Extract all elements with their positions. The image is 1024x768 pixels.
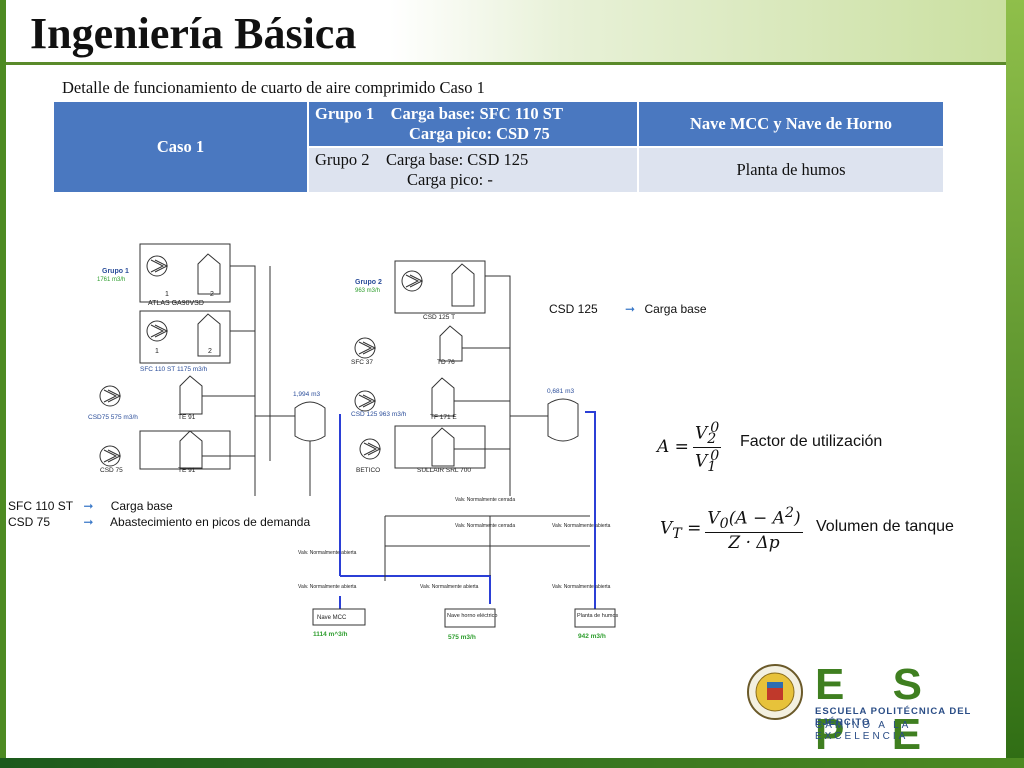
group2-name: Grupo 2 (315, 150, 370, 169)
group2-cell: Grupo 2 Carga base: CSD 125 Carga pico: … (307, 146, 639, 194)
formula-utilization-desc: Factor de utilización (740, 433, 883, 450)
tank2 (547, 398, 579, 442)
group1-flow: 1761 m3/h (97, 277, 125, 283)
blue-header-pipes (339, 411, 596, 611)
left-accent-bar (0, 0, 6, 768)
legend-sfc-name: SFC 110 ST (8, 499, 74, 513)
atlas-label: ATLAS GA90VSD (148, 300, 204, 307)
sfc110-label: SFC 110 ST 1175 m3/h (140, 366, 208, 373)
svg-text:1: 1 (165, 291, 169, 298)
group1-cell: Grupo 1 Carga base: SFC 110 ST Carga pic… (307, 100, 639, 148)
valve-label-open-right: Valv. Normalmente abierta (552, 523, 611, 529)
legend-row: SFC 110 ST ➞ Carga base (8, 499, 310, 513)
valve-label-closed-top: Valv. Normalmente cerrada (455, 497, 515, 503)
legend-csd125-name: CSD 125 (549, 302, 598, 316)
arrow-right-icon: ➞ (83, 515, 94, 529)
nave-mcc-flow: 1114 m^3/h (313, 630, 348, 638)
group2-peak: Carga pico: - (407, 170, 493, 189)
compressor-sfc37 (354, 325, 463, 362)
espe-seal-icon (747, 664, 803, 720)
group1-name: Grupo 1 (315, 104, 375, 123)
planta-humos-label: Planta de humos (577, 613, 619, 619)
group2-destination: Planta de humos (637, 146, 945, 194)
slide-title: Ingeniería Básica (30, 9, 357, 58)
group2-flow: 963 m3/h (355, 288, 380, 294)
valve-label-open-left2: Valv. Normalmente abierta (298, 584, 357, 590)
espe-line2: CAMINO A LA EXCELENCIA (815, 720, 911, 742)
group1-destination: Nave MCC y Nave de Horno (637, 100, 945, 148)
legend-group1: SFC 110 ST ➞ Carga base CSD 75 ➞ Abastec… (8, 499, 310, 529)
distribution-pipes (384, 515, 590, 581)
sullair-label: SULLAIR SRL 700 (417, 467, 471, 474)
compressor-csd75 (99, 375, 231, 470)
svg-text:2: 2 (208, 348, 212, 355)
case-table: Caso 1 Grupo 1 Carga base: SFC 110 ST Ca… (52, 100, 945, 194)
bottom-accent-bar (0, 758, 1024, 768)
arrow-right-icon: ➞ (625, 302, 636, 316)
valve-label-open-mid: Valv. Normalmente abierta (420, 584, 479, 590)
formula-tank-volume: VT =V0(A − A2)Z · Δp (660, 505, 803, 554)
case-label: Caso 1 (52, 100, 309, 194)
csd125t-label: CSD 125 T (423, 314, 455, 321)
sfc37-label: SFC 37 (351, 359, 373, 366)
csd75-label: CSD 75 (100, 467, 123, 474)
group1-base: Carga base: SFC 110 ST (390, 104, 563, 123)
td76-label: TD 76 (437, 359, 455, 366)
group1-peak: Carga pico: CSD 75 (409, 124, 550, 143)
title-underline (0, 62, 1024, 65)
espe-logo: E S P E ESCUELA POLITÉCNICA DEL EJÉRCITO… (745, 660, 1005, 759)
legend-sfc-desc: Carga base (110, 499, 173, 513)
arrow-right-icon: ➞ (83, 499, 94, 513)
right-accent-bar (1006, 0, 1024, 768)
tank1 (294, 401, 326, 496)
betico-label: BETICO (356, 467, 380, 474)
te91b-label: TE 91 (178, 467, 196, 474)
espe-wordmark: E S P E (815, 660, 940, 759)
svg-text:2: 2 (210, 291, 214, 298)
svg-text:1: 1 (155, 348, 159, 355)
tank1-volume: 1,994 m3 (293, 391, 320, 398)
valve-label-closed: Valv. Normalmente cerrada (455, 523, 515, 529)
title-band (0, 0, 1024, 64)
tf171e-label: TF 171 E (430, 414, 457, 421)
csd75-flow-label: CSD75 575 m3/h (88, 414, 138, 421)
formula-tank-volume-desc: Volumen de tanque (816, 518, 954, 535)
compressor-csd125 (354, 377, 486, 469)
group2-base: Carga base: CSD 125 (386, 150, 529, 169)
legend-csd125: CSD 125 ➞ Carga base (549, 302, 707, 316)
valve-label-open-left: Valv. Normalmente abierta (298, 550, 357, 556)
slide-subtitle: Detalle de funcionamiento de cuarto de a… (62, 78, 485, 97)
compressor-csd125t (394, 260, 486, 314)
nave-horno-label: Nave horno eléctrico (447, 613, 497, 619)
legend-csd75-desc: Abastecimiento en picos de demanda (110, 515, 311, 529)
valve-label-open-right2: Valv. Normalmente abierta (552, 584, 611, 590)
espe-line1: ESCUELA POLITÉCNICA DEL EJÉRCITO (815, 706, 972, 728)
box-nave-mcc (312, 608, 366, 626)
planta-humos-flow: 942 m3/h (578, 633, 606, 640)
group1-pipes (202, 265, 295, 496)
group2-pipes (454, 275, 550, 496)
group1-label: Grupo 1 (102, 268, 129, 275)
box-planta-humos (574, 608, 616, 628)
legend-csd75-name: CSD 75 (8, 515, 51, 529)
legend-row: CSD 75 ➞ Abastecimiento en picos de dema… (8, 515, 310, 529)
te91a-label: TE 91 (178, 414, 196, 421)
box-nave-horno (444, 608, 496, 628)
group2-label: Grupo 2 (355, 279, 382, 286)
nave-horno-flow: 575 m3/h (448, 634, 476, 641)
tank2-volume: 0,681 m3 (547, 388, 574, 395)
legend-csd125-desc: Carga base (644, 302, 707, 316)
csd125-flow-label: CSD 125 963 m3/h (351, 411, 407, 418)
nave-mcc-label: Nave MCC (317, 615, 347, 621)
